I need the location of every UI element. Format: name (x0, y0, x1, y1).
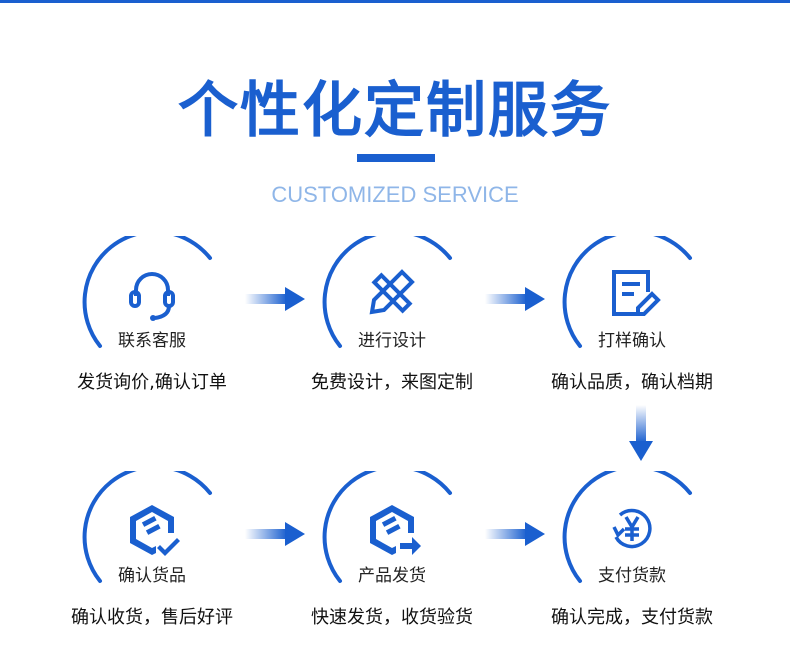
step-6: 支付货款 (552, 471, 712, 591)
step-label: 确认货品 (118, 566, 186, 586)
step-label: 产品发货 (358, 566, 426, 586)
step-description: 免费设计，来图定制 (311, 372, 473, 393)
step-label: 进行设计 (358, 331, 426, 351)
step-description: 快速发货，收货验货 (311, 607, 473, 628)
step-description: 确认收货，售后好评 (71, 607, 233, 628)
step-4: 确认货品 (72, 471, 232, 591)
step-description: 确认完成，支付货款 (551, 607, 713, 628)
top-border (0, 0, 790, 3)
arrow-right-icon (245, 522, 305, 546)
page-title: 个性化定制服务 (178, 76, 612, 146)
document-edit-icon (612, 270, 661, 316)
step-label: 打样确认 (598, 331, 666, 351)
circle-arc-decoration (82, 236, 212, 348)
circle-arc-decoration (82, 471, 212, 583)
arrow-down-icon (629, 405, 653, 461)
circle-arc-decoration (322, 236, 452, 348)
arrow-right-icon (485, 287, 545, 311)
step-label: 支付货款 (598, 566, 666, 586)
page-subtitle: CUSTOMIZED SERVICE (271, 182, 519, 207)
step-1: 联系客服 (72, 236, 232, 356)
box-check-icon (130, 505, 180, 556)
circle-arc-decoration (562, 236, 692, 348)
step-5: 产品发货 (312, 471, 472, 591)
yen-refresh-icon (612, 508, 652, 549)
title-underline (357, 154, 435, 162)
arrow-right-icon (485, 522, 545, 546)
headset-icon (129, 272, 175, 321)
step-label: 联系客服 (118, 331, 186, 351)
circle-arc-decoration (562, 471, 692, 583)
pencil-ruler-icon (369, 269, 415, 315)
step-3: 打样确认 (552, 236, 712, 356)
step-description: 发货询价,确认订单 (77, 372, 227, 393)
step-2: 进行设计 (312, 236, 472, 356)
arrow-right-icon (245, 287, 305, 311)
step-description: 确认品质，确认档期 (551, 372, 713, 393)
box-arrow-icon (370, 505, 421, 555)
circle-arc-decoration (322, 471, 452, 583)
